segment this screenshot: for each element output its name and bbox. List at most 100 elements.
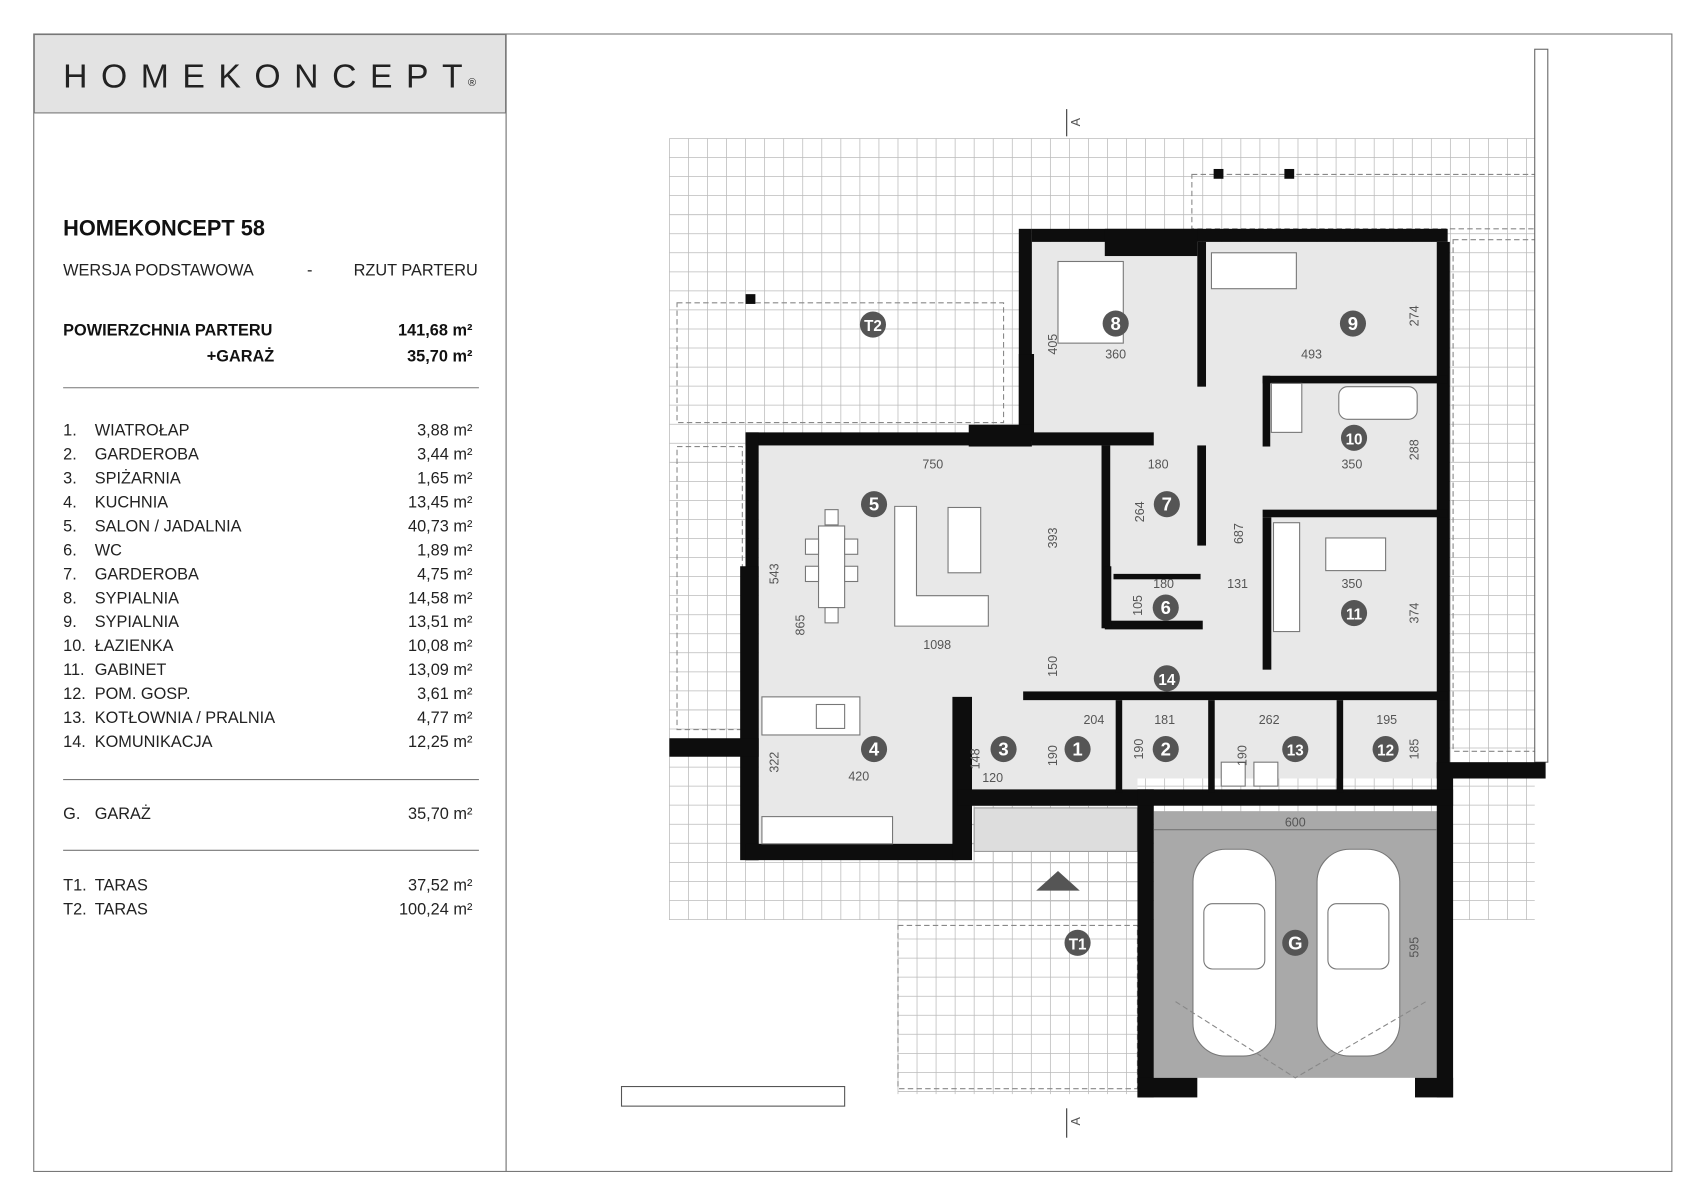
room-area: 13,45 m² — [408, 493, 473, 511]
entrance-arrow-icon — [1036, 871, 1080, 891]
dimension-label: 190 — [1046, 745, 1060, 766]
corner-sofa — [894, 505, 989, 627]
terrace-name: TARAS — [95, 877, 148, 895]
room-label: 12 — [1377, 743, 1394, 760]
dimension-label: 374 — [1407, 603, 1421, 624]
terrace-no: T2. — [63, 901, 87, 919]
room-label-badge: 10 — [1340, 424, 1368, 451]
room-number: 1. — [63, 422, 77, 440]
dimension-label: 288 — [1407, 439, 1421, 460]
room-number: 11. — [63, 661, 84, 679]
logo-header — [33, 34, 507, 114]
dimension-label: 493 — [1301, 347, 1322, 361]
dimension-label: 131 — [1227, 577, 1248, 591]
dimension-label: 190 — [1235, 745, 1249, 766]
room-name: GABINET — [95, 661, 167, 679]
garage-area: 35,70 m² — [408, 805, 473, 823]
dimension-label: 274 — [1407, 305, 1421, 326]
summary-value-garage: 35,70 m² — [407, 348, 473, 366]
room-label: 14 — [1158, 672, 1175, 689]
room-name: ŁAZIENKA — [95, 637, 174, 655]
dimension-label: 204 — [1083, 713, 1104, 727]
room-area: 3,88 m² — [417, 422, 473, 440]
room-label: 6 — [1161, 597, 1171, 618]
section-marker-bottom: A — [1066, 1108, 1083, 1138]
dimension-label: 322 — [767, 752, 781, 773]
room-label: T2 — [864, 318, 882, 335]
room-area: 13,09 m² — [408, 661, 473, 679]
room-name: KOMUNIKACJA — [95, 733, 213, 751]
room-list-item: 12. POM. GOSP. 3,61 m² — [63, 685, 473, 703]
room-area: 3,44 m² — [417, 446, 473, 464]
terrace-area: 37,52 m² — [408, 877, 473, 895]
car-icon — [1316, 848, 1401, 1057]
walls — [669, 228, 1546, 1098]
room-area: 13,51 m² — [408, 613, 473, 631]
wardrobe — [1272, 522, 1301, 633]
room-area: 3,61 m² — [417, 685, 473, 703]
single-bed — [1210, 252, 1297, 290]
dimension-label: 264 — [1133, 501, 1147, 522]
cooktop — [815, 703, 846, 729]
room-name: WC — [95, 541, 122, 559]
room-number: 13. — [63, 709, 86, 727]
room-label-badge: G — [1282, 929, 1309, 956]
room-name: KOTŁOWNIA / PRALNIA — [95, 709, 276, 727]
boiler — [1220, 761, 1246, 787]
room-list-item: 11. GABINET 13,09 m² — [63, 661, 473, 679]
room-label: 8 — [1111, 313, 1121, 334]
room-label-badge: 4 — [860, 736, 888, 763]
dimension-label: 262 — [1259, 713, 1280, 727]
project-version: WERSJA PODSTAWOWA — [63, 262, 254, 280]
room-area: 4,77 m² — [417, 709, 473, 727]
dimension-label: 195 — [1376, 713, 1397, 727]
room-number: 14. — [63, 733, 86, 751]
room-label-badge: 7 — [1153, 491, 1180, 518]
room-number: 10. — [63, 637, 86, 655]
room-label: 11 — [1346, 607, 1363, 624]
svg-text:A: A — [1069, 1117, 1083, 1126]
dimension-label: 190 — [1132, 739, 1146, 760]
room-label: 13 — [1287, 743, 1304, 760]
floor-plan: A A 360405493274350288750180264393687543… — [620, 48, 1549, 1138]
room-label-badge: 6 — [1152, 594, 1179, 621]
room-label-badge: 14 — [1153, 665, 1180, 692]
dimension-label: 181 — [1154, 713, 1175, 727]
logo: HOMEKONCEPT — [63, 57, 466, 95]
bathtub — [1338, 386, 1418, 420]
dimension-label: 420 — [848, 770, 869, 784]
dimension-label: 600 — [1285, 815, 1306, 829]
room-name: SYPIALNIA — [95, 613, 179, 631]
room-number: 12. — [63, 685, 86, 703]
room-name: GARDEROBA — [95, 565, 199, 583]
dimension-label: 180 — [1148, 457, 1169, 471]
dimension-label: 148 — [969, 748, 983, 769]
room-area: 1,89 m² — [417, 541, 473, 559]
room-area: 14,58 m² — [408, 589, 473, 607]
room-number: 4. — [63, 493, 77, 511]
project-separator: - — [307, 262, 312, 280]
dimension-label: 865 — [793, 615, 807, 636]
car-icon — [1192, 848, 1277, 1057]
dimension-label: 350 — [1341, 457, 1362, 471]
sofa-office — [1325, 537, 1387, 572]
room-label-badge: T1 — [1064, 929, 1091, 956]
room-number: 9. — [63, 613, 77, 631]
room-label: 7 — [1162, 494, 1172, 515]
room-label-badge: 1 — [1064, 736, 1091, 763]
dimension-label: 120 — [982, 771, 1003, 785]
kitchen-island — [761, 696, 861, 736]
dimension-label: 543 — [767, 563, 781, 584]
room-area: 1,65 m² — [417, 470, 473, 488]
room-label-badge: 9 — [1339, 310, 1367, 337]
room-name: POM. GOSP. — [95, 685, 191, 703]
